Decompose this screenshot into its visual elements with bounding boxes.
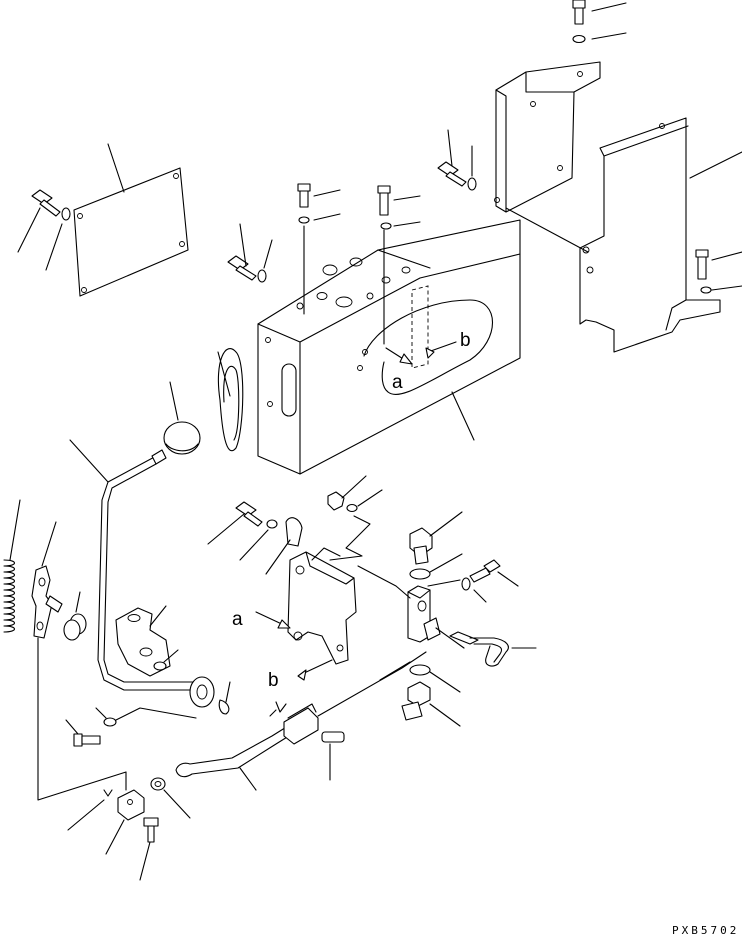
label-a-main: a [392,372,403,393]
lever-pivot-bracket [115,605,171,677]
rod-pin [321,731,345,781]
cotter-pin-left [67,789,113,831]
valve-block [257,219,521,475]
lever-knob [163,381,201,455]
block-bolt-3 [227,223,273,283]
bracket-spacer [265,517,303,575]
gasket [217,348,244,452]
hose-assembly [449,631,537,667]
side-cover-panel [579,117,742,353]
lock-nut [150,777,191,819]
label-marker-b-bracket: b [268,659,333,691]
block-bolt-4 [437,129,477,191]
plate-bolt [17,189,71,271]
label-marker-a: a [385,347,413,393]
o-ring-lower [379,661,461,693]
side-cover-bolt [695,249,742,294]
bracket-nut [327,475,383,561]
elbow-fitting [409,511,463,565]
lever-bolt [65,707,197,747]
mounting-bracket [287,547,357,665]
label-a-bracket: a [232,609,243,630]
leader-bracket-to-panel [505,207,589,253]
tee-fitting [401,681,461,727]
lever-end-yoke [153,649,231,715]
block-bolt-1 [297,183,341,315]
detent-lever [31,521,127,801]
label-marker-b: b [425,330,471,359]
clevis-bolt [139,817,159,881]
control-lever [69,439,197,691]
drawing-code: PXB5702 [672,924,739,937]
bracket-bolt-top [572,0,627,44]
detent-bushing [63,591,87,641]
block-bolt-2 [377,185,421,345]
clevis-block [105,789,145,855]
label-marker-a-bracket: a [232,609,291,630]
label-b-bracket: b [268,670,279,691]
cover-plate [73,143,189,297]
bracket-bolt [207,501,278,561]
label-b-main: b [460,330,471,351]
valve-body [357,565,465,649]
connecting-rod [175,651,427,791]
o-ring-upper [409,553,463,580]
valve-bolt [427,559,519,603]
upper-cover-bracket [494,61,601,213]
spring [3,499,21,633]
cotter-pin-right [269,701,287,717]
